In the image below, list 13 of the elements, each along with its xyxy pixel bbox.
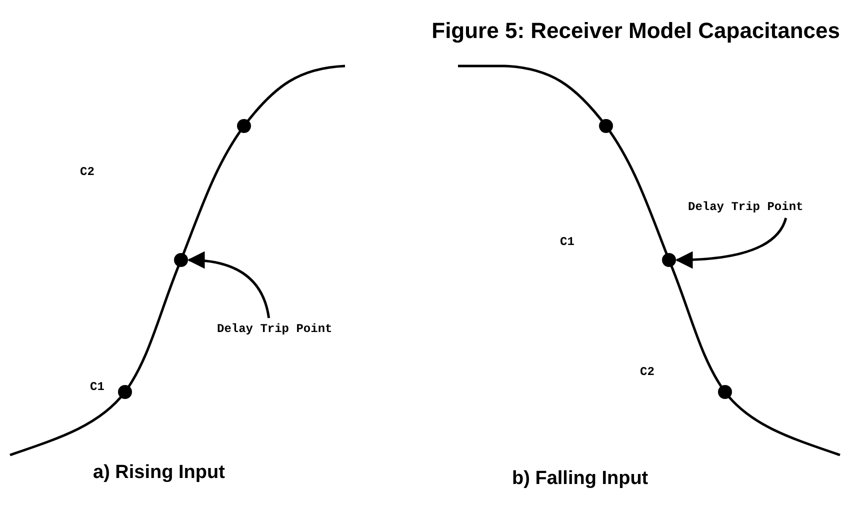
pointer-arrow (187, 252, 270, 318)
capacitance-label: C2 (80, 165, 94, 179)
capacitance-label: C1 (560, 235, 574, 249)
trip-point-dot (662, 253, 676, 267)
panel-caption: a) Rising Input (93, 462, 225, 484)
capacitance-label: C1 (90, 380, 104, 394)
capacitance-label: C2 (640, 365, 654, 379)
pointer-arrow (675, 218, 788, 268)
trip-point-dot (174, 253, 188, 267)
callout-text: Delay Trip Point (217, 322, 332, 336)
panel-caption: b) Falling Input (512, 468, 648, 490)
figure-title: Figure 5: Receiver Model Capacitances (432, 18, 840, 44)
callout-text: Delay Trip Point (688, 200, 804, 214)
